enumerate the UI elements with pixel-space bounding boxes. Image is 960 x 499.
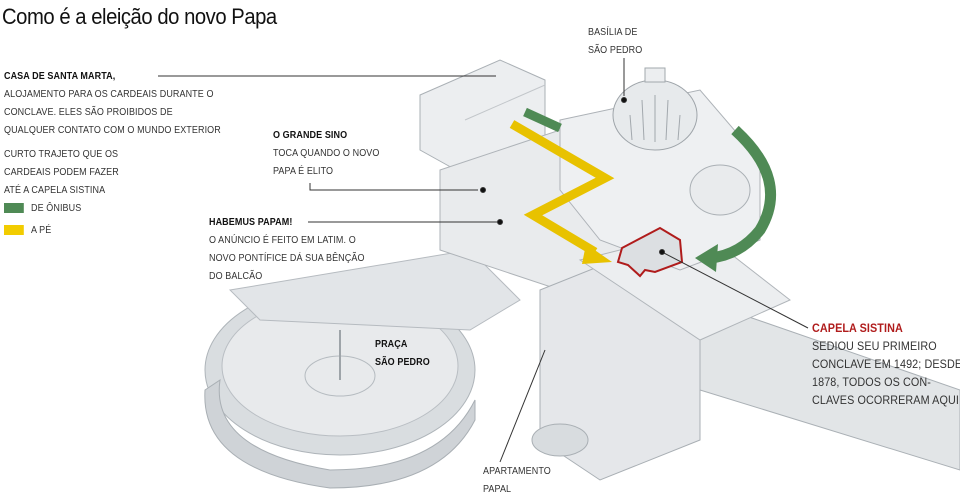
habemus-line: O ANÚNCIO É FEITO EM LATIM. O bbox=[209, 235, 356, 246]
label-trajeto: CURTO TRAJETO QUE OS CARDEAIS PODEM FAZE… bbox=[4, 146, 119, 200]
label-praca: PRAÇA SÃO PEDRO bbox=[375, 336, 430, 372]
legend-bus: DE ÔNIBUS bbox=[4, 200, 81, 218]
legend: DE ÔNIBUS A PÉ bbox=[4, 200, 81, 240]
label-habemus-papam: HABEMUS PAPAM! O ANÚNCIO É FEITO EM LATI… bbox=[209, 214, 365, 286]
sino-line: TOCA QUANDO O NOVO bbox=[273, 148, 380, 159]
habemus-line: NOVO PONTÍFICE DÁ SUA BÊNÇÃO bbox=[209, 253, 365, 264]
walking-route bbox=[509, 120, 615, 264]
capela-line: CONCLAVE EM 1492; DESDE bbox=[812, 357, 960, 371]
capela-line: CLAVES OCORRERAM AQUI bbox=[812, 393, 959, 407]
sino-line: PAPA É ELITO bbox=[273, 166, 334, 177]
praca-line: PRAÇA bbox=[375, 339, 408, 350]
trajeto-line: CARDEAIS PODEM FAZER bbox=[4, 167, 119, 178]
casa-line: QUALQUER CONTATO COM O MUNDO EXTERIOR bbox=[4, 125, 221, 136]
apartamento-line: PAPAL bbox=[483, 484, 512, 495]
habemus-heading: HABEMUS PAPAM! bbox=[209, 217, 293, 228]
casa-line: CONCLAVE. ELES SÃO PROIBIDOS DE bbox=[4, 107, 173, 118]
basilica-line: SÃO PEDRO bbox=[588, 45, 643, 56]
legend-walk: A PÉ bbox=[4, 222, 81, 240]
label-capela-sistina: CAPELA SISTINA SEDIOU SEU PRIMEIRO CONCL… bbox=[812, 319, 960, 409]
capela-heading: CAPELA SISTINA bbox=[812, 321, 903, 335]
legend-walk-label: A PÉ bbox=[31, 225, 52, 236]
habemus-line: DO BALCÃO bbox=[209, 271, 263, 282]
trajeto-line: ATÉ A CAPELA SISTINA bbox=[4, 185, 106, 196]
label-basilica: BASÍLIA DE SÃO PEDRO bbox=[588, 24, 642, 60]
praca-line: SÃO PEDRO bbox=[375, 357, 430, 368]
praca-sao-pedro bbox=[204, 249, 521, 489]
label-apartamento: APARTAMENTO PAPAL bbox=[483, 463, 551, 499]
walk-swatch bbox=[4, 225, 24, 236]
capela-line: SEDIOU SEU PRIMEIRO bbox=[812, 339, 937, 353]
page-title: Como é a eleição do novo Papa bbox=[2, 4, 277, 29]
capela-sistina-outline bbox=[616, 226, 684, 278]
bus-swatch bbox=[4, 203, 24, 214]
legend-bus-label: DE ÔNIBUS bbox=[31, 203, 82, 214]
leader-lines bbox=[158, 58, 809, 463]
apartamento-line: APARTAMENTO bbox=[483, 466, 551, 477]
trajeto-line: CURTO TRAJETO QUE OS bbox=[4, 149, 119, 160]
bus-route bbox=[523, 107, 777, 272]
capela-line: 1878, TODOS OS CON- bbox=[812, 375, 931, 389]
label-grande-sino: O GRANDE SINO TOCA QUANDO O NOVO PAPA É … bbox=[273, 127, 379, 181]
label-casa-santa-marta: CASA DE SANTA MARTA, ALOJAMENTO PARA OS … bbox=[4, 68, 221, 140]
casa-heading: CASA DE SANTA MARTA, bbox=[4, 71, 116, 82]
sino-heading: O GRANDE SINO bbox=[273, 130, 348, 141]
casa-line: ALOJAMENTO PARA OS CARDEAIS DURANTE O bbox=[4, 89, 214, 100]
basilica-line: BASÍLIA DE bbox=[588, 27, 638, 38]
